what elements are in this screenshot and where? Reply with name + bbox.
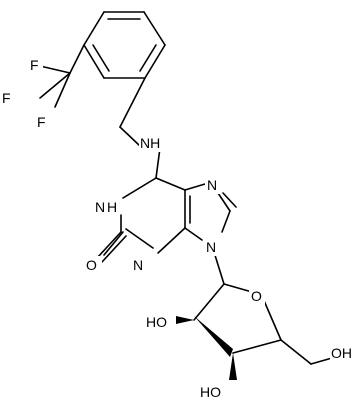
ring-n3-label: N [133,257,143,273]
ring-n1-label: N [95,199,105,215]
stereo-wedges [176,316,237,380]
hydroxyl-3-label: HO [200,384,221,400]
atom-labels: F F F NH N H N O N N O HO HO OH [0,57,356,401]
ring-n1-hydrogen-label: H [107,199,117,215]
ribose-ring-oxygen-label: O [251,288,262,304]
carbonyl-oxygen-label: O [86,257,97,273]
ring-n7-label: N [207,177,217,193]
fluorine-label-3: F [37,114,46,130]
ring-n9-label: N [206,239,216,255]
amine-nh-label: NH [140,135,160,151]
hydroxyl-2-label: HO [146,314,167,330]
fluorine-label-1: F [30,57,39,73]
hydroxyl-5-label: OH [331,345,352,361]
fluorine-label-2: F [2,90,11,106]
bonds [39,11,333,365]
